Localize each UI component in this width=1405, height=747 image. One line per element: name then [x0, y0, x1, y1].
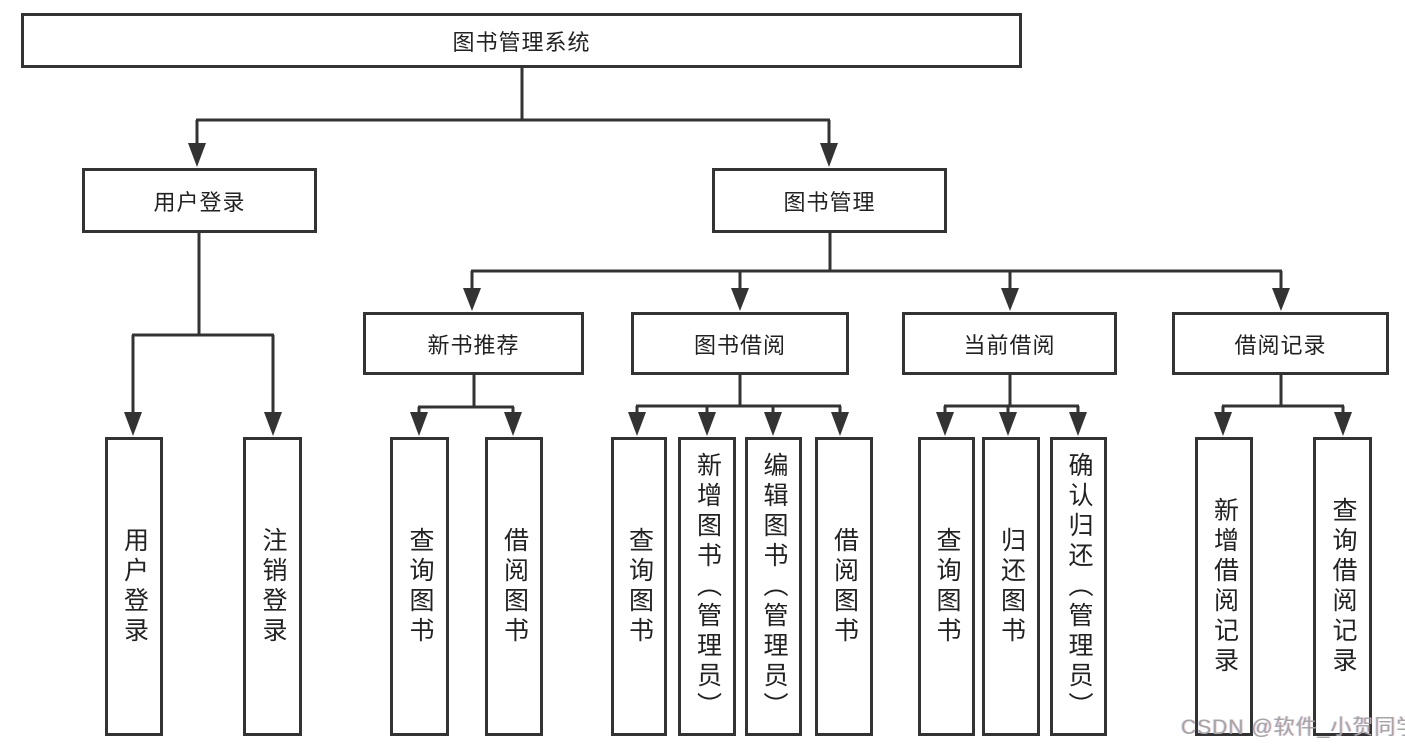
leaf-newrec-query-books: 查询图书 — [390, 437, 449, 736]
node-current-borrowing-label: 当前借阅 — [963, 332, 1056, 358]
leaf-borrow-edit-books-admin-label: 编辑图书（管理员） — [760, 451, 788, 722]
node-borrowing-records: 借阅记录 — [1172, 312, 1389, 375]
node-borrowing-records-label: 借阅记录 — [1234, 332, 1327, 358]
leaf-borrow-add-books-admin: 新增图书（管理员） — [678, 437, 736, 736]
leaf-borrow-query-books: 查询图书 — [611, 437, 667, 736]
leaf-current-confirm-return-admin: 确认归还（管理员） — [1050, 437, 1107, 736]
node-book-management-branch-label: 图书管理 — [783, 189, 876, 215]
leaf-newrec-query-books-label: 查询图书 — [406, 526, 434, 647]
csdn-watermark: CSDN @软件_小贺同学 — [1181, 716, 1405, 739]
leaf-current-return-books: 归还图书 — [982, 437, 1040, 736]
leaf-user-login-label: 用户登录 — [120, 526, 149, 647]
leaf-records-query-record-label: 查询借阅记录 — [1329, 496, 1357, 677]
leaf-records-add-record-label: 新增借阅记录 — [1210, 496, 1239, 677]
leaf-borrow-edit-books-admin: 编辑图书（管理员） — [745, 437, 802, 736]
node-book-borrowing: 图书借阅 — [631, 312, 849, 375]
node-root-label: 图书管理系统 — [452, 29, 591, 55]
node-new-book-recommend: 新书推荐 — [363, 312, 584, 375]
leaf-current-query-books: 查询图书 — [918, 437, 975, 736]
leaf-logout: 注销登录 — [243, 437, 302, 736]
leaf-borrow-borrow-books: 借阅图书 — [815, 437, 873, 736]
leaf-current-return-books-label: 归还图书 — [997, 526, 1026, 647]
node-root: 图书管理系统 — [21, 13, 1022, 68]
leaf-newrec-borrow-books: 借阅图书 — [485, 437, 543, 736]
leaf-current-confirm-return-admin-label: 确认归还（管理员） — [1065, 451, 1093, 722]
leaf-borrow-query-books-label: 查询图书 — [625, 526, 654, 647]
node-user-login-branch: 用户登录 — [82, 168, 317, 233]
leaf-newrec-borrow-books-label: 借阅图书 — [500, 526, 529, 647]
node-book-borrowing-label: 图书借阅 — [693, 332, 786, 358]
leaf-records-query-record: 查询借阅记录 — [1313, 437, 1372, 736]
leaf-user-login: 用户登录 — [105, 437, 163, 736]
node-user-login-branch-label: 用户登录 — [153, 189, 246, 215]
leaf-logout-label: 注销登录 — [259, 526, 287, 647]
leaf-records-add-record: 新增借阅记录 — [1195, 437, 1253, 736]
node-book-management-branch: 图书管理 — [712, 168, 947, 233]
node-current-borrowing: 当前借阅 — [902, 312, 1117, 375]
leaf-current-query-books-label: 查询图书 — [933, 526, 961, 647]
leaf-borrow-add-books-admin-label: 新增图书（管理员） — [693, 451, 722, 722]
node-new-book-recommend-label: 新书推荐 — [427, 332, 520, 358]
leaf-borrow-borrow-books-label: 借阅图书 — [830, 526, 859, 647]
